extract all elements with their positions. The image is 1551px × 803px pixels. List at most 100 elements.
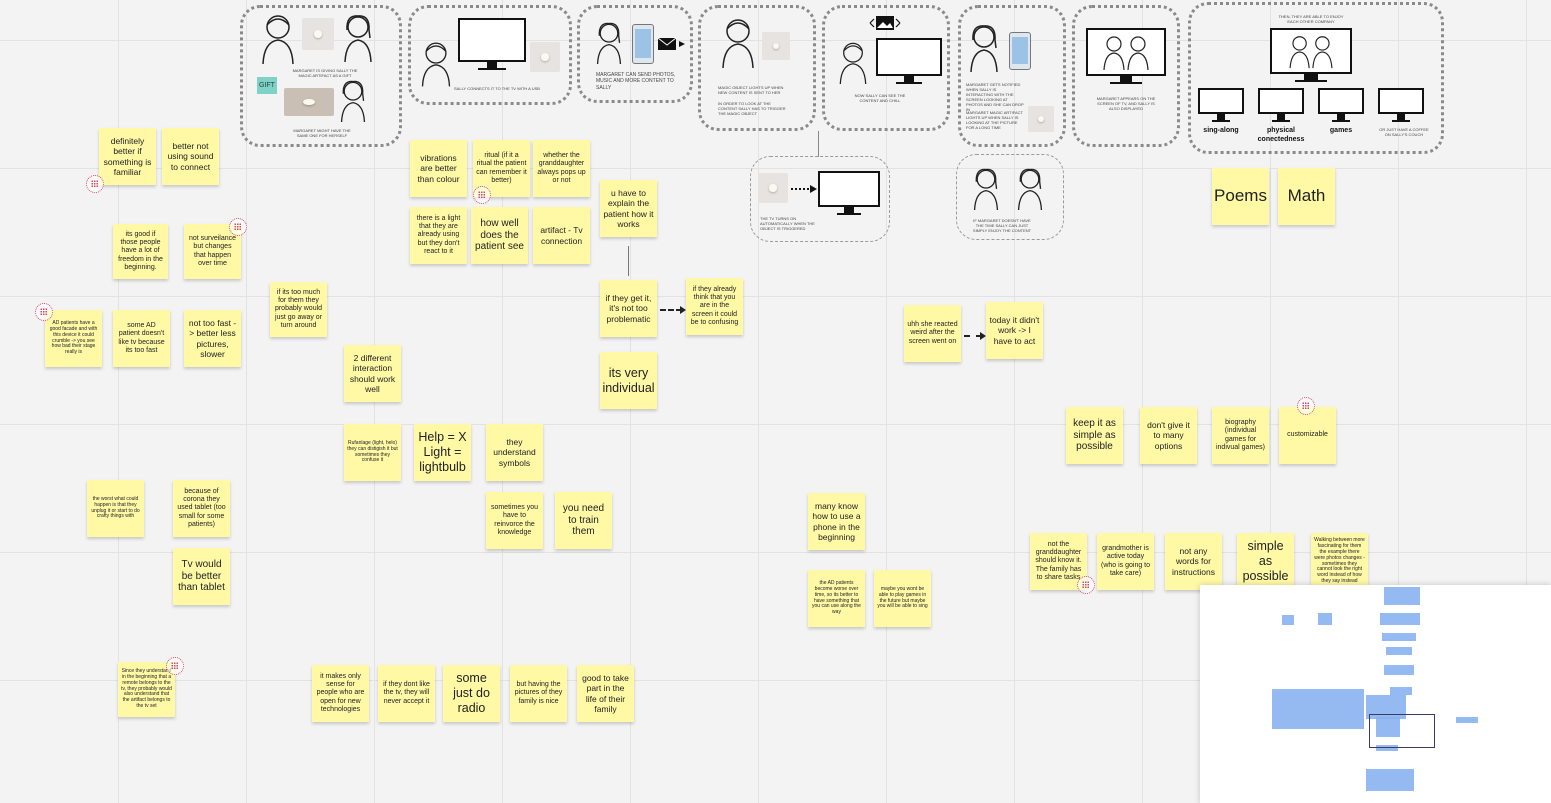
artifact-photo xyxy=(1028,106,1054,132)
sticky-note[interactable]: AD patients have a good facade and with … xyxy=(45,310,102,367)
sticky-note[interactable]: Math xyxy=(1278,168,1335,225)
minimap-block xyxy=(1366,695,1406,719)
sticky-note[interactable]: how well does the patient see xyxy=(471,207,528,264)
sticky-note[interactable]: Since they understand in the beginning t… xyxy=(118,662,175,717)
sticky-note[interactable]: Walking between more fascinating for the… xyxy=(1311,533,1368,590)
grandmother-sketch xyxy=(421,42,451,87)
sticky-note[interactable]: simple as possible xyxy=(1237,533,1294,590)
sticky-note[interactable]: Tv would be better than tablet xyxy=(173,548,230,605)
sticky-note[interactable]: biography (individual games for indivual… xyxy=(1212,407,1269,464)
storyboard-frame-enjoy[interactable] xyxy=(1188,2,1444,154)
sticky-note[interactable]: better not using sound to connect xyxy=(162,128,219,185)
storyboard-frame-autoplay[interactable] xyxy=(750,156,890,242)
sticky-note[interactable]: not surveilance but changes that happen … xyxy=(184,224,241,279)
sticky-note[interactable]: the worst what could happen is that they… xyxy=(87,480,144,537)
grandmother-sketch xyxy=(839,42,867,84)
sticky-note[interactable]: Rufanlage (light, helo) they can distigi… xyxy=(344,424,401,481)
sticky-note[interactable]: artifact - Tv connection xyxy=(533,207,590,264)
dashed-arrow xyxy=(964,335,982,337)
storyboard-frame-gift[interactable] xyxy=(240,5,402,147)
storyboard-frame-usb[interactable] xyxy=(408,5,572,105)
sticky-note[interactable]: u have to explain the patient how it wor… xyxy=(600,180,657,237)
sticky-note[interactable]: Help = X Light = lightbulb xyxy=(414,424,471,481)
activity-label: physical conectedness xyxy=(1257,127,1305,143)
sticky-note[interactable]: 2 different interaction should work well xyxy=(344,345,401,402)
sticky-note[interactable]: today it didn't work -> I have to act xyxy=(986,302,1043,359)
tv-family-icon xyxy=(876,38,942,84)
sticky-note[interactable]: Poems xyxy=(1212,168,1269,225)
sticky-note[interactable]: sometimes you have to reinvorce the know… xyxy=(486,492,543,549)
sticky-note[interactable]: not the granddaughter should know it. Th… xyxy=(1030,533,1087,590)
sticky-note[interactable]: not any words for instructions xyxy=(1165,533,1222,590)
image-icon xyxy=(869,16,901,30)
sticky-note[interactable]: definitely better if something is famili… xyxy=(99,128,156,185)
artifact-photo xyxy=(758,173,788,203)
sticky-note[interactable]: but having the pictures of they family i… xyxy=(510,665,567,722)
connector-line xyxy=(818,131,819,157)
sticky-note[interactable]: grandmother is active today (who is goin… xyxy=(1097,533,1154,590)
minimap[interactable] xyxy=(1200,585,1551,803)
storyboard-frame-light[interactable] xyxy=(698,5,816,131)
sticky-note[interactable]: you need to train them xyxy=(555,492,612,549)
sticky-note[interactable]: maybe you wont be able to play games in … xyxy=(874,570,931,627)
sticky-note[interactable]: keep it as simple as possible xyxy=(1066,407,1123,464)
comment-badge[interactable] xyxy=(473,186,491,204)
sticky-note[interactable]: good to take part in the life of their f… xyxy=(577,665,634,722)
sticky-note[interactable]: whether the granddaughter always pops up… xyxy=(533,140,590,197)
sticky-note[interactable]: some AD patient doesn't like tv because … xyxy=(113,310,170,367)
minimap-block xyxy=(1382,633,1416,641)
dashed-arrow xyxy=(660,309,682,311)
sticky-note[interactable]: not too fast -> better less pictures, sl… xyxy=(184,310,241,367)
sticky-note[interactable]: its good if those people have a lot of f… xyxy=(113,224,168,279)
comment-badge[interactable] xyxy=(35,303,53,321)
sticky-note[interactable]: some just do radio xyxy=(443,665,500,722)
comment-badge[interactable] xyxy=(166,657,184,675)
envelope-icon xyxy=(657,37,685,50)
sticky-note[interactable]: they understand symbols xyxy=(486,424,543,481)
comment-badge[interactable] xyxy=(229,218,247,236)
sticky-note[interactable]: there is a light that they are already u… xyxy=(410,207,467,264)
storyboard-frame-see[interactable] xyxy=(822,5,950,131)
storyboard-caption: MARGARET IS GIVING SALLY THE MAGIC ARTIF… xyxy=(292,68,358,78)
storyboard-caption: MARGARET MAGIC ARTIFACT LIGHTS UP WHEN S… xyxy=(966,110,1023,130)
sticky-note[interactable]: because of corona they used tablet (too … xyxy=(173,480,230,537)
sticky-note[interactable]: it makes only sense for people who are o… xyxy=(312,665,369,722)
sing-along-icon xyxy=(1198,88,1244,122)
granddaughter-with-artifact-sketch xyxy=(1017,168,1043,210)
comment-badge[interactable] xyxy=(1077,576,1095,594)
sticky-note[interactable]: vibrations are better than colour xyxy=(410,140,467,197)
storyboard-frame-appears[interactable] xyxy=(1072,5,1180,147)
comment-badge[interactable] xyxy=(1297,397,1315,415)
storyboard-caption: MARGARET GETS NOTIFIED WHEN SALLY IS INT… xyxy=(966,82,1024,112)
sticky-note[interactable]: ritual (if it a ritual the patient can r… xyxy=(473,140,530,197)
storyboard-caption: NOW SALLY CAN SEE THE CONTENT AND CHILL xyxy=(854,93,906,103)
tv-call-icon xyxy=(1270,28,1352,82)
phone-icon xyxy=(1009,32,1031,70)
storyboard-caption: THEN, THEY ARE ABLE TO ENJOY EACH OTHER … xyxy=(1278,14,1344,24)
storyboard-frame-send[interactable] xyxy=(577,5,693,103)
granddaughter-sketch xyxy=(973,168,999,210)
minimap-block xyxy=(1384,587,1420,605)
video-call-sketch xyxy=(1103,36,1149,71)
sticky-note[interactable]: the AD patients become worse over time, … xyxy=(808,570,865,627)
video-call-sketch xyxy=(1289,36,1333,69)
comment-badge[interactable] xyxy=(86,175,104,193)
storyboard-frame-notified[interactable] xyxy=(958,5,1066,147)
sticky-note[interactable]: its very individual xyxy=(600,352,657,409)
minimap-block xyxy=(1380,613,1420,625)
arrow-head xyxy=(680,306,686,314)
sticky-note[interactable]: don't give it to many options xyxy=(1140,407,1197,464)
activity-label: sing-along xyxy=(1203,127,1239,134)
sticky-note[interactable]: if they already think that you are in th… xyxy=(686,278,743,335)
sticky-note[interactable]: if its too much for them they probably w… xyxy=(270,282,327,337)
sticky-note[interactable]: customizable xyxy=(1279,407,1336,464)
minimap-viewport[interactable] xyxy=(1369,714,1435,748)
games-icon xyxy=(1318,88,1364,122)
sticky-note[interactable]: uhh she reacted weird after the screen w… xyxy=(904,305,961,362)
sticky-note[interactable]: many know how to use a phone in the begi… xyxy=(808,493,865,550)
storyboard-frame-content[interactable] xyxy=(956,154,1064,240)
sticky-note[interactable]: if they get it, it's not too problematic xyxy=(600,280,657,337)
sticky-note[interactable]: if they dont like the tv, they will neve… xyxy=(378,665,435,722)
granddaughter-sketch xyxy=(596,22,622,64)
